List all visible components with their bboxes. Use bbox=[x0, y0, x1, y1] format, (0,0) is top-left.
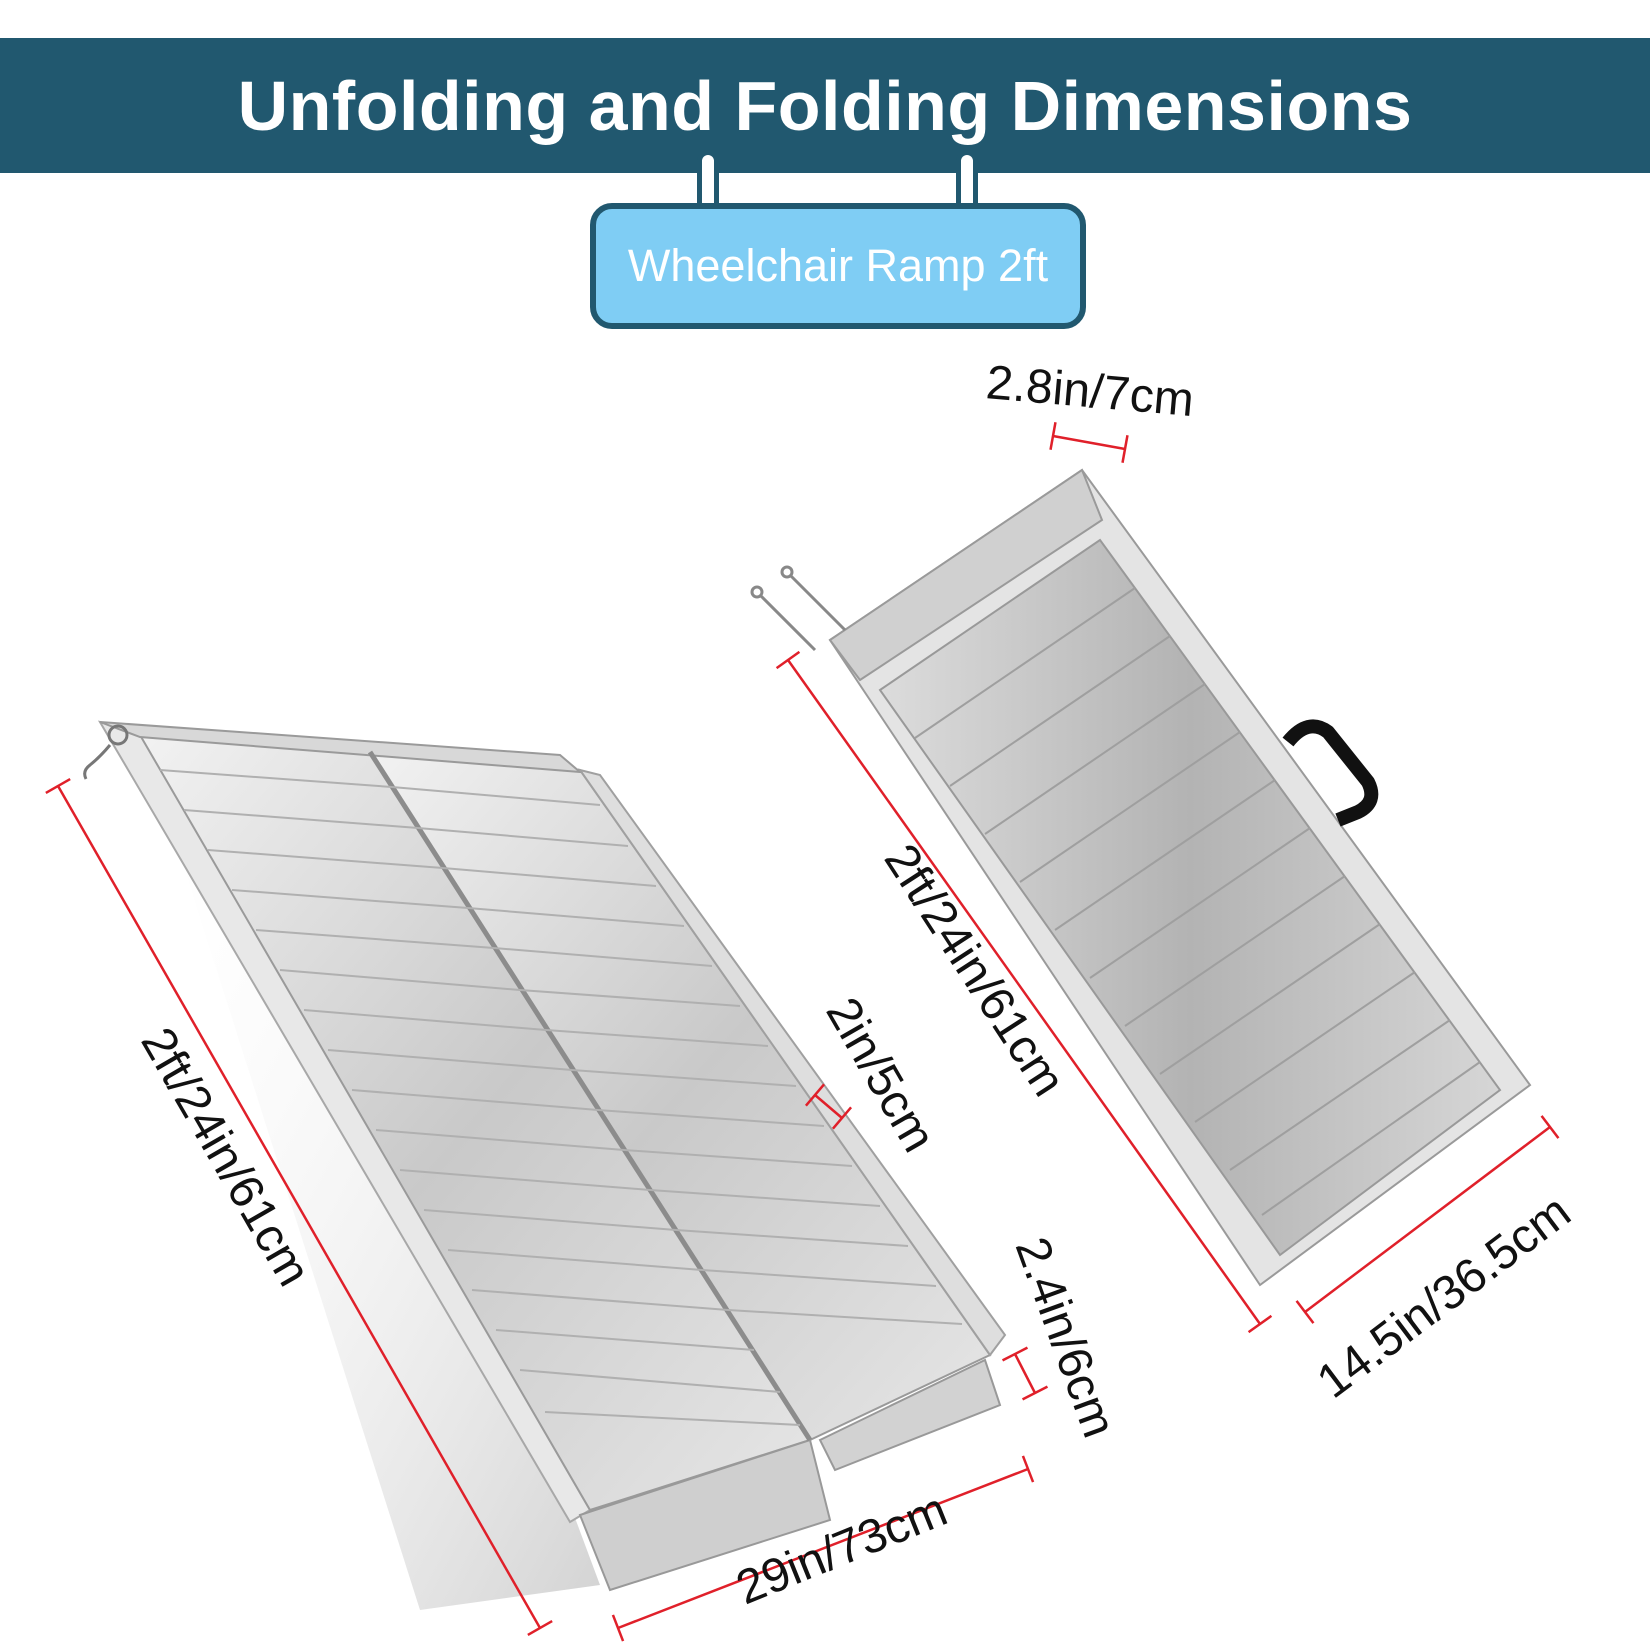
folded-thickness-dimension bbox=[1049, 422, 1129, 463]
header-banner: Unfolding and Folding Dimensions bbox=[0, 38, 1650, 173]
safety-pin-chain bbox=[83, 724, 129, 780]
right-panel-slats bbox=[391, 786, 963, 1325]
lip-height-label: 2.4in/6cm bbox=[1005, 1231, 1126, 1445]
folded-width-dimension bbox=[1295, 1115, 1560, 1324]
unfolded-length-dimension bbox=[45, 777, 553, 1637]
folded-top-edge bbox=[828, 468, 1104, 682]
unfolded-ramp bbox=[83, 720, 1007, 1610]
bottom-lip-left bbox=[578, 1438, 832, 1592]
dimension-lines bbox=[45, 422, 1560, 1642]
center-hinge bbox=[367, 750, 813, 1442]
product-label-box: Wheelchair Ramp 2ft bbox=[590, 203, 1086, 329]
page-title: Unfolding and Folding Dimensions bbox=[237, 66, 1413, 145]
side-rail-dimension bbox=[804, 1083, 853, 1130]
unfolded-width-dimension bbox=[611, 1455, 1035, 1642]
carry-handle bbox=[1282, 719, 1379, 827]
left-panel-slats bbox=[159, 769, 801, 1426]
right-side-rail bbox=[577, 768, 1007, 1357]
folded-thickness-label: 2.8in/7cm bbox=[984, 356, 1196, 427]
folded-surface bbox=[878, 538, 1502, 1257]
folded-length-dimension bbox=[775, 650, 1273, 1334]
bottom-lip-right bbox=[818, 1358, 1002, 1472]
folded-ramp bbox=[750, 468, 1532, 1287]
folded-slats bbox=[914, 587, 1481, 1216]
product-label: Wheelchair Ramp 2ft bbox=[627, 240, 1049, 291]
lip-height-dimension bbox=[1001, 1346, 1049, 1401]
folded-pins bbox=[750, 565, 847, 652]
